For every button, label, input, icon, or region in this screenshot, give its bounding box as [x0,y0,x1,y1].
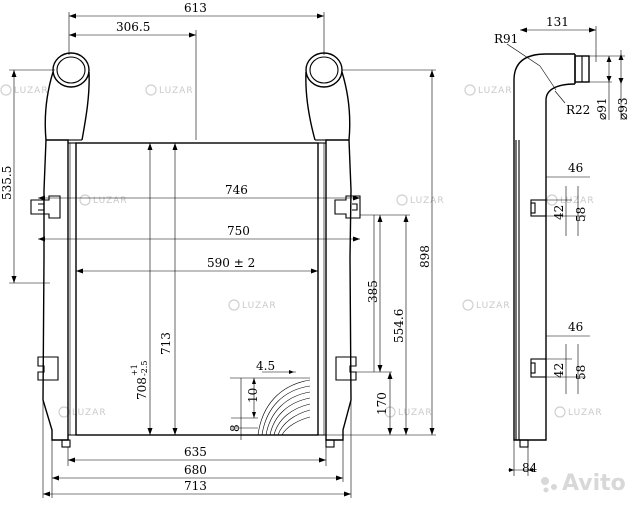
dim-pipe-diameter-inner: ⌀91 [595,98,609,121]
dim-side-width: 131 [546,15,569,29]
dim-pipe-diameter-outer: ⌀93 [616,98,630,121]
watermark-text: LUZAR [476,301,511,311]
dim-bracket-pitch-bottom: 58 [574,365,588,380]
watermark-logo-bottom-right: LUZAR [554,406,603,418]
watermark-logo-center-right: LUZAR [462,299,511,311]
dim-bracket-offset-bottom: 46 [568,320,583,334]
watermark-logo-mid-left: LUZAR [79,194,128,206]
dim-core-height: 713 [159,332,173,355]
dim-drain-offset: 4.5 [256,359,275,373]
dim-bracket-lower-drop: 170 [375,392,389,415]
dim-bracket-gap-bottom: 42 [552,363,566,378]
watermark-text: LUZAR [159,86,194,96]
dim-drain-height-a: 10 [246,388,260,403]
watermark-logo-mid-right: LUZAR [396,194,445,206]
avito-text: Avito [562,471,626,496]
dim-overall-height: 898 [418,245,432,268]
watermark-text: LUZAR [72,408,107,418]
dim-fin-height: 708 [135,377,149,400]
dim-fin-tol-minus: -2.5 [140,361,149,376]
dim-bend-radius-inner: R22 [566,103,590,117]
watermark-text: LUZAR [478,86,513,96]
watermark-logo-bottom-mid: LUZAR [384,406,433,418]
watermark-text: LUZAR [568,408,603,418]
dim-core-outer-width: 750 [227,224,250,238]
dim-bracket-span: 554.6 [392,309,406,343]
watermark-text: LUZAR [410,196,445,206]
dim-left-height: 535.5 [0,166,14,200]
dim-bend-radius-outer: R91 [494,32,518,46]
dim-bracket-offset-top: 46 [568,161,583,175]
dim-bracket-pitch-top: 58 [574,207,588,222]
dimension-labels: 613 306.5 535.5 746 750 590 ± 2 713 708 … [0,1,630,493]
dim-base-680: 680 [184,463,207,477]
watermark-logo-center: LUZAR [228,299,277,311]
dim-side-depth: 84 [522,461,538,475]
dim-top-width: 613 [184,1,207,15]
dim-base-713: 713 [184,479,207,493]
dim-tube-spacing: 590 ± 2 [207,256,255,270]
dim-bracket-upper-drop: 385 [366,280,380,303]
dim-core-inner-width: 746 [225,183,248,197]
dim-bracket-gap-top: 42 [552,205,566,220]
watermark-logo-left: LUZAR [0,84,49,96]
dim-base-635: 635 [184,445,207,459]
watermark-text: LUZAR [242,301,277,311]
watermark-text: LUZAR [14,86,49,96]
watermark-logo-bottom-left: LUZAR [58,406,107,418]
watermark-text: LUZAR [560,196,595,206]
dim-drain-height-b: 8 [228,424,242,432]
avito-watermark: Avito [541,471,626,496]
watermark-logo-top-right: LUZAR [464,84,513,96]
watermark-layer: LUZAR LUZAR LUZAR LUZAR LUZAR LUZAR LUZA… [0,84,626,496]
front-view [9,12,436,498]
watermark-logo-top-mid: LUZAR [145,84,194,96]
watermark-text: LUZAR [93,196,128,206]
watermark-logo-far-right: LUZAR [546,194,595,206]
side-view [506,26,625,476]
dim-fin-tol-plus: +1 [130,364,139,376]
dim-top-half: 306.5 [116,20,150,34]
watermark-text: LUZAR [398,408,433,418]
